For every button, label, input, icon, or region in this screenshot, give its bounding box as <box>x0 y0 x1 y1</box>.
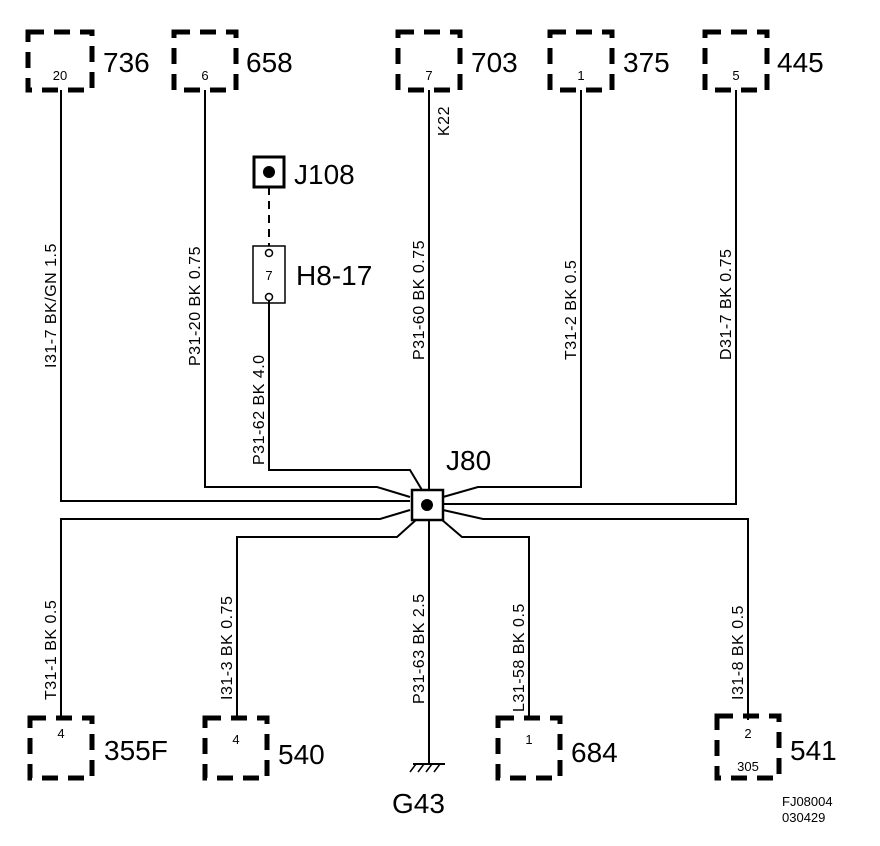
ground-g43: G43 <box>392 763 445 819</box>
wire-h8-17 <box>268 300 423 491</box>
connector-541: 2 305 541 <box>714 713 837 781</box>
wire-540-label: I31-3 BK 0.75 <box>219 596 236 700</box>
j108: J108 <box>252 155 355 190</box>
connector-703-label: 703 <box>471 47 518 78</box>
connector-658-pin: 6 <box>201 68 208 83</box>
wire-703-top-label: K22 <box>436 106 453 136</box>
wire-h8-17-label: P31-62 BK 4.0 <box>251 354 268 465</box>
h8-17-top-terminal <box>264 248 274 258</box>
connector-658: 6 658 <box>171 29 293 93</box>
connector-375-box <box>547 29 615 93</box>
connector-736-label: 736 <box>103 47 150 78</box>
h8-17: 7 H8-17 <box>252 245 372 304</box>
wire-541 <box>442 509 749 720</box>
j80-label: J80 <box>446 445 491 476</box>
connector-445-label: 445 <box>777 47 824 78</box>
h8-17-pin: 7 <box>265 268 272 283</box>
connector-684: 1 684 <box>495 715 618 781</box>
connector-684-box <box>495 715 563 781</box>
wire-658-label: P31-20 BK 0.75 <box>187 246 204 366</box>
connector-703-box <box>395 29 463 93</box>
j80-dot <box>421 499 433 511</box>
connector-703-pin: 7 <box>425 68 432 83</box>
wire-540 <box>236 518 418 720</box>
figure-date-code: 030429 <box>782 810 825 825</box>
connector-541-label: 541 <box>790 735 837 766</box>
connector-540-label: 540 <box>278 739 325 770</box>
ground-label: G43 <box>392 788 445 819</box>
connector-355f: 4 355F <box>27 715 168 781</box>
connector-355f-label: 355F <box>104 735 168 766</box>
wire-541-label: I31-8 BK 0.5 <box>730 605 747 700</box>
wire-658 <box>204 90 411 498</box>
connector-445-pin: 5 <box>732 68 739 83</box>
wire-445-label: D31-7 BK 0.75 <box>718 249 735 360</box>
wire-684-label: L31-58 BK 0.5 <box>511 603 528 712</box>
connector-736: 20 736 <box>25 29 150 93</box>
connector-684-pin: 1 <box>525 732 532 747</box>
wire-684 <box>440 518 530 720</box>
j80: J80 <box>410 445 491 522</box>
connector-703: 7 703 <box>395 29 518 93</box>
wire-703-label: P31-60 BK 0.75 <box>411 240 428 360</box>
connector-736-pin: 20 <box>53 68 67 83</box>
wire-g43-label: P31-63 BK 2.5 <box>411 593 428 704</box>
connector-355f-pin: 4 <box>57 726 64 741</box>
wire-736-label: I31-7 BK/GN 1.5 <box>43 243 60 368</box>
connector-541-box <box>714 713 782 781</box>
connector-541-pin: 2 <box>744 726 751 741</box>
wire-445 <box>443 90 737 505</box>
connector-375: 1 375 <box>547 29 670 93</box>
connector-540: 4 540 <box>202 715 325 781</box>
j108-dot <box>263 166 275 178</box>
figure-code: FJ08004 <box>782 794 833 809</box>
connector-540-pin: 4 <box>232 732 239 747</box>
h8-17-bottom-terminal <box>264 292 274 302</box>
wire-355f <box>60 509 411 720</box>
connector-445: 5 445 <box>702 29 824 93</box>
connector-540-box <box>202 715 270 781</box>
connector-355f-box <box>27 715 95 781</box>
h8-17-label: H8-17 <box>296 260 372 291</box>
connector-375-pin: 1 <box>577 68 584 83</box>
connector-375-label: 375 <box>623 47 670 78</box>
j108-label: J108 <box>294 159 355 190</box>
connector-684-label: 684 <box>571 737 618 768</box>
connector-736-box <box>25 29 95 93</box>
connector-658-label: 658 <box>246 47 293 78</box>
connector-658-box <box>171 29 239 93</box>
wire-375-label: T31-2 BK 0.5 <box>563 260 580 360</box>
connector-445-box <box>702 29 770 93</box>
wire-355f-label: T31-1 BK 0.5 <box>43 600 60 700</box>
wire-375 <box>442 90 582 498</box>
wire-736 <box>60 90 410 502</box>
connector-541-pin-305: 305 <box>737 759 759 774</box>
